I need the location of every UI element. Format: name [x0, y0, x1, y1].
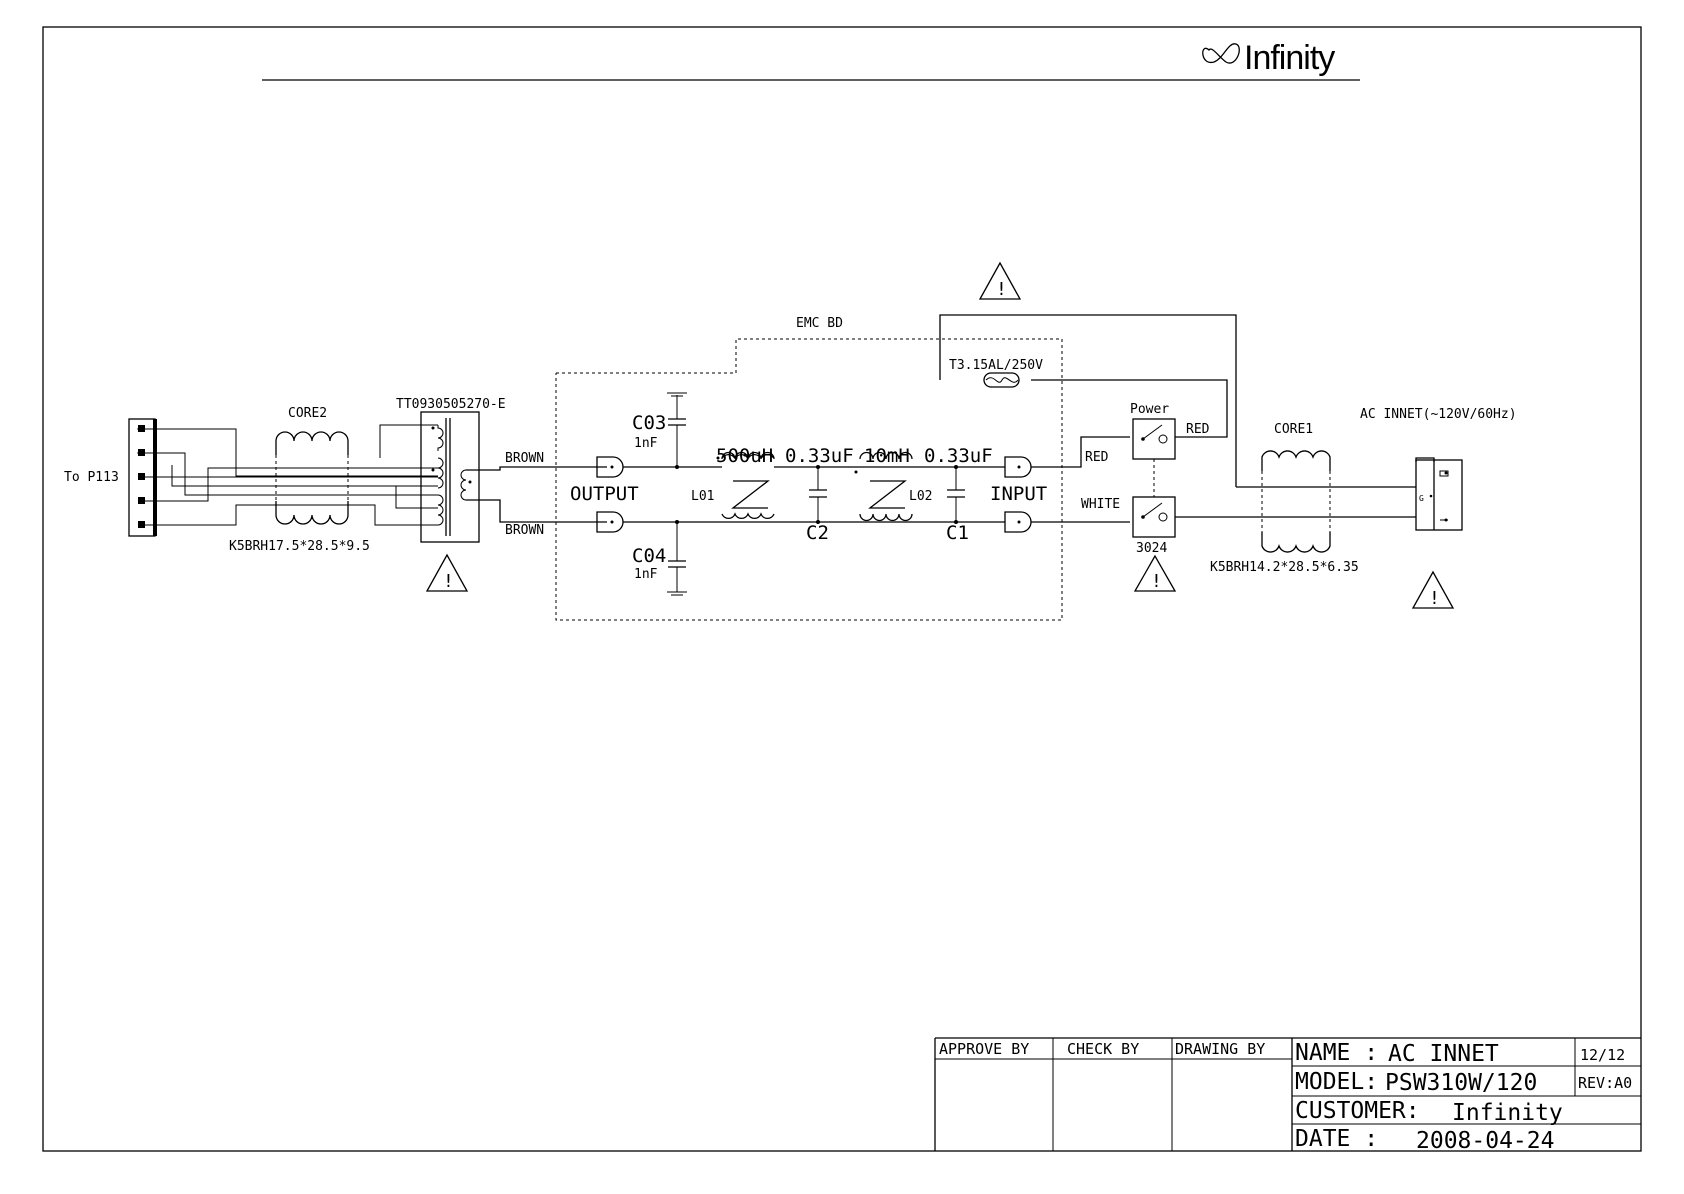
- label-10mh: 10mH: [864, 445, 910, 467]
- fuse-loop-wire: [939, 314, 1237, 487]
- title-block: [934, 1037, 1641, 1151]
- inductor-l02: [854, 451, 913, 522]
- capacitor-c1: [947, 465, 965, 524]
- label-input: INPUT: [990, 483, 1047, 505]
- sheet-border: [42, 26, 1642, 1152]
- customer-value: Infinity: [1452, 1100, 1563, 1126]
- label-output: OUTPUT: [570, 483, 639, 505]
- customer-label: CUSTOMER:: [1295, 1098, 1420, 1124]
- core2-wires: [145, 424, 438, 526]
- red-wire-from-input: [1031, 436, 1130, 468]
- label-l01: L01: [691, 489, 714, 504]
- sheet-number: 12/12: [1580, 1046, 1625, 1064]
- warning-triangle-icon: [425, 553, 469, 592]
- label-c1: C1: [946, 522, 969, 544]
- warning-triangle-1: !: [425, 553, 469, 592]
- label-500uh: 500uH: [716, 445, 773, 467]
- label-c2: C2: [806, 522, 829, 544]
- warning-triangle-icon: [978, 261, 1022, 300]
- warning-mark: !: [1151, 571, 1162, 592]
- label-power: Power: [1130, 402, 1169, 417]
- approve-by-label: APPROVE BY: [939, 1040, 1029, 1058]
- label-l02: L02: [909, 489, 932, 504]
- warning-triangle-2: !: [1133, 554, 1177, 592]
- core1-top-coil: [1261, 450, 1331, 471]
- core2-bottom-coil: [275, 501, 349, 525]
- model-value: PSW310W/120: [1385, 1070, 1537, 1096]
- capacitor-c2: [809, 465, 827, 524]
- pin-square: [138, 425, 145, 432]
- warning-triangle-3: !: [978, 261, 1022, 300]
- brown-wire-top: [466, 466, 607, 471]
- label-c03-value: 1nF: [634, 436, 658, 451]
- ground-mark: G: [1419, 494, 1424, 503]
- connector-p113-pins: [137, 425, 145, 528]
- revision: REV:A0: [1578, 1074, 1632, 1092]
- warning-triangle-4: !: [1411, 570, 1455, 609]
- label-core2-part: K5BRH17.5*28.5*9.5: [229, 539, 370, 554]
- label-core1-part: K5BRH14.2*28.5*6.35: [1210, 560, 1359, 575]
- pin-square: [138, 521, 145, 528]
- label-core1: CORE1: [1274, 422, 1313, 437]
- power-switch-3024: [1132, 418, 1176, 538]
- label-white: WHITE: [1081, 497, 1120, 512]
- label-brown-bottom: BROWN: [505, 523, 544, 538]
- pin-square: [138, 497, 145, 504]
- check-by-label: CHECK BY: [1067, 1040, 1139, 1058]
- label-3024: 3024: [1136, 541, 1167, 556]
- core1: [1261, 450, 1331, 553]
- ac-inlet: G: [1415, 457, 1463, 531]
- label-core2: CORE2: [288, 406, 327, 421]
- pin-square: [138, 449, 145, 456]
- label-red-left: RED: [1085, 450, 1109, 465]
- warning-triangle-icon: [1411, 570, 1455, 609]
- pin-square: [138, 473, 145, 480]
- inductor-l01: [716, 451, 775, 520]
- infinity-logo-mark-icon: [1202, 43, 1240, 64]
- name-label: NAME :: [1295, 1040, 1378, 1066]
- warning-triangle-icon: [1133, 554, 1177, 592]
- red-wire-to-switch: [1031, 379, 1228, 438]
- label-fuse: T3.15AL/250V: [949, 358, 1043, 373]
- label-033uf-a: 0.33uF: [785, 445, 854, 467]
- label-c03: C03: [632, 412, 666, 434]
- model-label: MODEL:: [1295, 1069, 1378, 1095]
- label-emc-bd: EMC BD: [796, 316, 843, 331]
- label-transformer: TT0930505270-E: [396, 397, 506, 412]
- emc-board-outline: [555, 338, 1063, 621]
- core2-top-coil: [275, 431, 349, 455]
- brown-wire-bottom: [466, 499, 607, 523]
- core1-bottom-coil: [1261, 532, 1331, 553]
- warning-mark: !: [443, 571, 454, 592]
- warning-mark: !: [1429, 588, 1440, 609]
- drawing-by-label: DRAWING BY: [1175, 1040, 1265, 1058]
- infinity-logo: Infinity: [1202, 39, 1336, 77]
- label-033uf-b: 0.33uF: [924, 445, 993, 467]
- ac-inlet-box: [1415, 459, 1463, 531]
- label-to-p113: To P113: [64, 470, 119, 485]
- logo-brand: Infinity: [1244, 39, 1335, 77]
- label-red-right: RED: [1186, 422, 1210, 437]
- core2: [275, 431, 349, 525]
- output-connector: [596, 456, 624, 533]
- label-ac-innet: AC INNET(~120V/60Hz): [1360, 407, 1517, 422]
- capacitor-c03: [667, 392, 687, 469]
- transformer-box: [420, 411, 480, 543]
- capacitor-c04: [667, 520, 687, 596]
- label-brown-top: BROWN: [505, 451, 544, 466]
- fuse-t315: [983, 372, 1020, 388]
- fuse-icon: [983, 372, 1020, 388]
- input-connector: [1004, 456, 1032, 533]
- label-c04-value: 1nF: [634, 567, 658, 582]
- label-c04: C04: [632, 545, 666, 567]
- date-label: DATE :: [1295, 1126, 1378, 1152]
- date-value: 2008-04-24: [1416, 1128, 1554, 1154]
- name-value: AC INNET: [1388, 1041, 1499, 1067]
- transformer: [420, 411, 480, 543]
- warning-mark: !: [996, 279, 1007, 300]
